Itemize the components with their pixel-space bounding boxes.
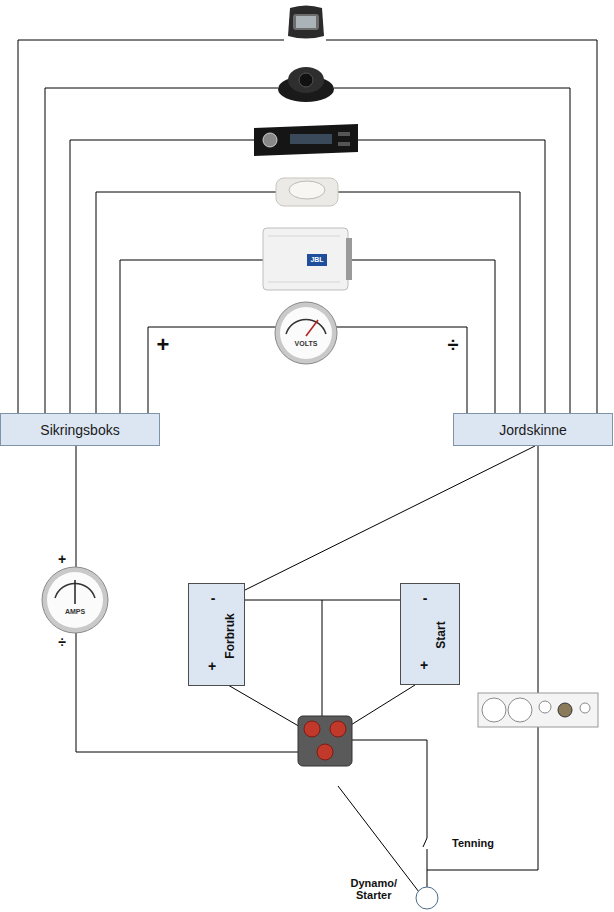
amplifier [263,228,348,290]
battery-switch [304,721,320,737]
dynamo-starter [416,887,438,909]
instrument-panel [539,701,551,713]
polarity-sign: ÷ [448,334,459,356]
ground-bus: Jordskinne [453,413,613,446]
car-radio [290,134,332,144]
terminal-sign: - [423,591,428,606]
component-label: Dynamo/ Starter [350,877,398,901]
power-wire [538,446,539,693]
power-wire [423,838,427,847]
amp-gauge [42,567,108,633]
box-title: Sikringsboks [40,422,119,438]
car-radio [254,124,358,156]
device-wire [70,140,254,413]
power-wire [427,727,538,870]
amp-gauge [47,572,103,628]
instrument-panel [508,698,532,722]
power-wire [228,685,302,728]
battery-switch [298,716,352,766]
instrument-panel [482,698,506,722]
gauge-label: VOLTS [295,340,318,348]
amplifier [346,238,352,280]
instrument-panel [558,703,572,717]
battery-box: - Start + [400,583,460,685]
navigation-light [296,16,316,28]
car-radio [338,132,350,136]
device-wire [358,140,545,413]
terminal-sign: + [420,658,428,673]
battery-box: -Forbruk + [188,583,245,686]
polarity-sign: + [58,552,66,567]
device-wire [18,40,597,413]
power-wire [76,446,538,892]
navigation-light [288,6,324,39]
device-wire [336,327,467,413]
dynamo-starter [416,887,438,909]
volt-gauge [280,307,332,359]
power-wire [76,633,298,752]
device-wire [334,88,570,413]
battery-name: Start [435,621,448,648]
amp-gauge [74,580,76,604]
device-wire [18,40,284,413]
gauge-label: AMPS [65,608,85,616]
terminal-sign: + [208,659,216,674]
amp-gauge [42,567,108,633]
wire-connector [245,446,535,590]
volt-gauge [306,320,318,336]
car-radio [254,124,358,156]
navigation-light [288,6,324,39]
light-switch [289,181,325,199]
device-wire [45,88,278,413]
navigation-light [293,14,319,30]
device-wire [120,260,263,413]
light-switch [276,178,338,206]
power-wire [322,600,323,716]
device-wire [338,192,520,413]
volt-gauge [275,302,337,364]
device-wire [352,260,495,413]
instrument-panel [478,693,598,727]
battery-name: Forbruk [224,613,237,658]
battery-switch [330,721,346,737]
power-wire [352,740,427,838]
usb-socket [299,73,313,87]
amplifier [268,236,340,282]
amplifier [307,254,327,266]
device-wire [326,40,597,413]
car-radio [263,133,277,147]
component-label: Tenning [452,837,494,849]
light-switch [276,178,338,206]
device-wire [148,327,276,413]
usb-socket [278,67,334,102]
brand-logo: JBL [310,256,323,264]
wire-connector [245,600,400,601]
amplifier [263,228,352,290]
fuse-box: Sikringsboks [0,413,160,446]
battery-switch [317,744,333,760]
device-wire [96,192,276,413]
power-wire [346,685,415,728]
volt-gauge [286,319,326,334]
power-wire [427,849,428,887]
instrument-panel [478,693,598,727]
polarity-sign: + [157,333,170,357]
terminal-sign: - [211,591,216,606]
polarity-sign: ÷ [58,635,66,650]
volt-gauge [275,302,337,364]
usb-socket [288,67,324,93]
car-radio [338,142,350,146]
box-title: Jordskinne [499,422,567,438]
power-wire [76,446,77,567]
instrument-panel [580,703,590,713]
battery-switch [298,716,352,766]
